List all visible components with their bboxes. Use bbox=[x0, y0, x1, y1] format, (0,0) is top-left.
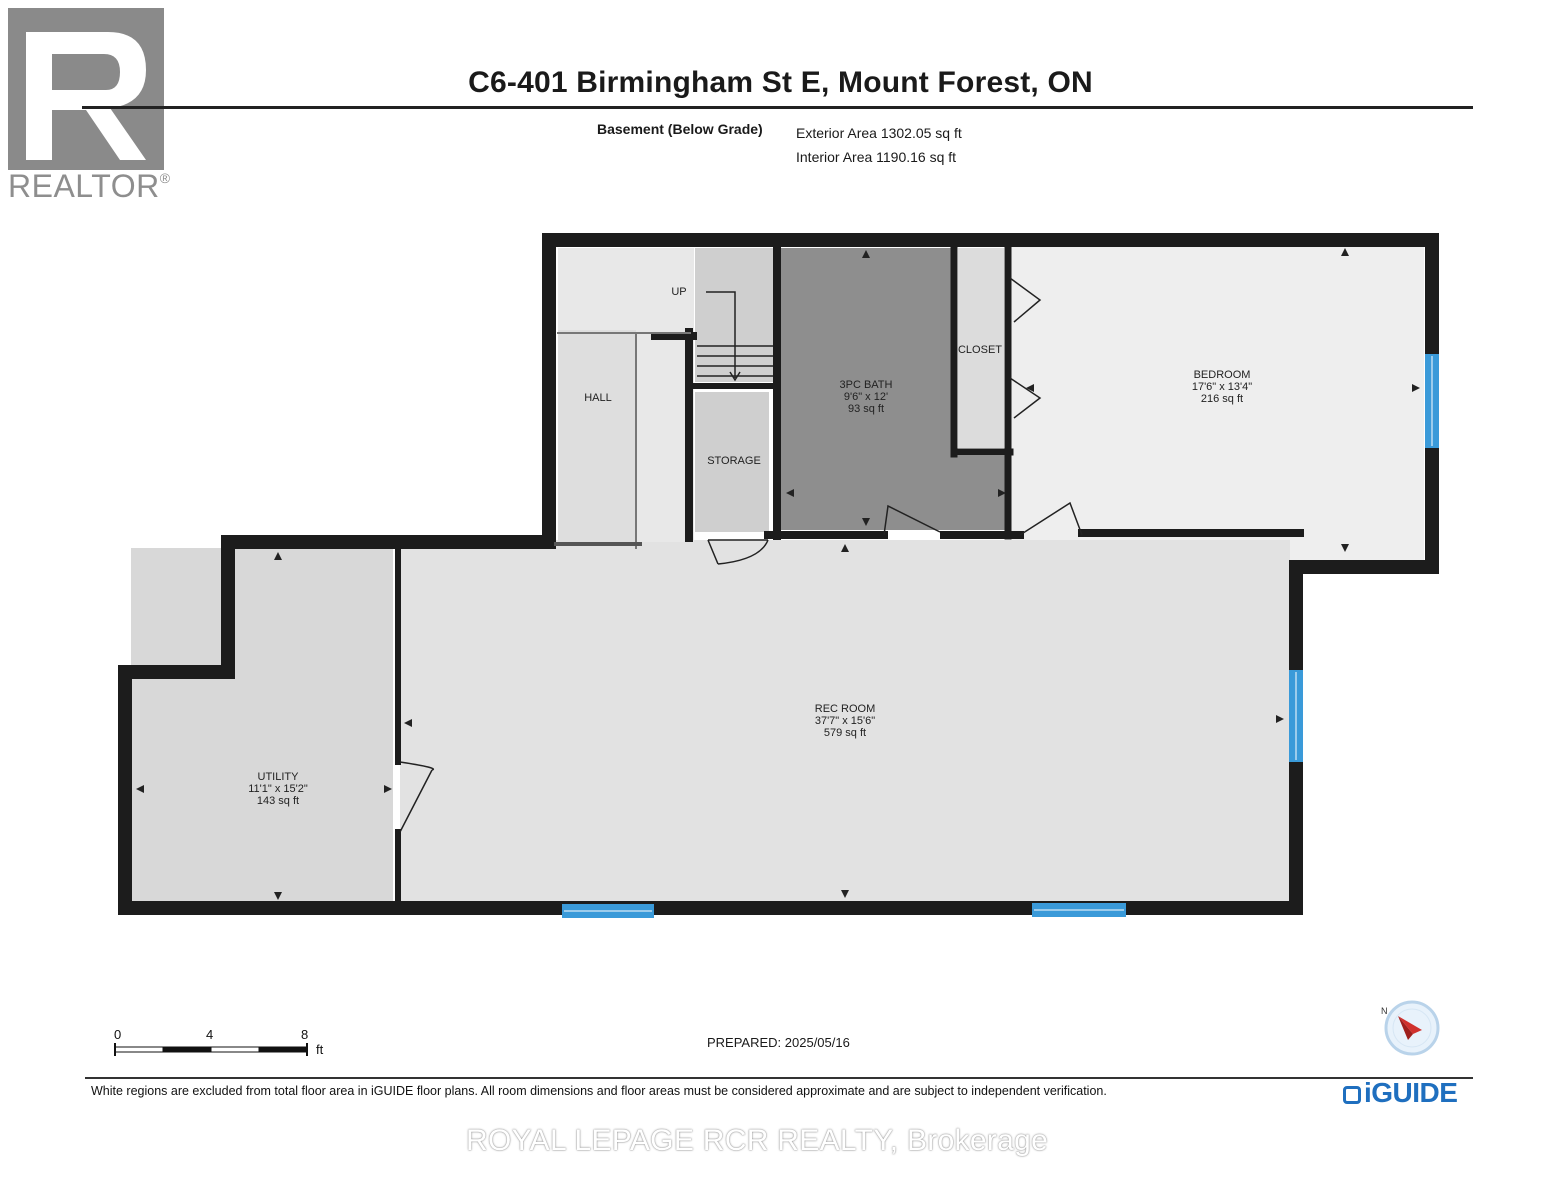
utility-dims: 11'1" x 15'2" bbox=[248, 783, 308, 795]
storage-door bbox=[707, 539, 769, 565]
bedroom-name: BEDROOM bbox=[1193, 369, 1251, 381]
utility-door bbox=[399, 761, 434, 833]
bath-fill bbox=[781, 248, 951, 530]
bath-name: 3PC BATH bbox=[839, 379, 893, 391]
scale-tick-0: 0 bbox=[114, 1027, 122, 1042]
rec-area: 579 sq ft bbox=[823, 727, 867, 739]
bedroom-area: 216 sq ft bbox=[1200, 393, 1244, 405]
room-label-hall: HALL bbox=[584, 392, 612, 404]
room-label-storage: STORAGE bbox=[707, 455, 761, 467]
iguide-icon bbox=[1343, 1086, 1361, 1104]
scale-tick-8: 8 bbox=[301, 1027, 309, 1042]
utility-name: UTILITY bbox=[257, 771, 299, 783]
walls bbox=[118, 233, 1439, 915]
area-summary: Exterior Area 1302.05 sq ft Interior Are… bbox=[796, 121, 962, 169]
bedroom-dims: 17'6" x 13'4" bbox=[1191, 381, 1253, 393]
floor-label: Basement (Below Grade) bbox=[597, 121, 763, 137]
room-label-utility: UTILITY 11'1" x 15'2" 143 sq ft bbox=[218, 771, 338, 807]
utility-area: 143 sq ft bbox=[256, 795, 300, 807]
stairs-arrow bbox=[706, 291, 741, 382]
room-label-bath: 3PC BATH 9'6" x 12' 93 sq ft bbox=[806, 379, 926, 415]
bath-door bbox=[883, 504, 941, 536]
utility-fill bbox=[131, 548, 393, 906]
iguide-logo: iGUIDE bbox=[1343, 1077, 1458, 1109]
interior-area: Interior Area 1190.16 sq ft bbox=[796, 149, 957, 165]
compass-icon: N bbox=[1381, 1000, 1440, 1056]
closet-door-bottom bbox=[1009, 377, 1042, 419]
bedroom-door bbox=[1019, 501, 1083, 536]
svg-text:N: N bbox=[1381, 1006, 1388, 1016]
dimension-markers bbox=[136, 248, 1420, 900]
bath-dims: 9'6" x 12' bbox=[843, 391, 889, 403]
bedroom-fill bbox=[1010, 245, 1424, 560]
doors bbox=[399, 277, 1083, 833]
realtor-logo-text: REALTOR® bbox=[8, 168, 171, 204]
stair-fill bbox=[695, 248, 773, 382]
footer-divider bbox=[85, 1077, 1473, 1079]
scale-unit: ft bbox=[316, 1042, 324, 1057]
closet-fill bbox=[958, 248, 1004, 448]
room-label-bedroom: BEDROOM 17'6" x 13'4" 216 sq ft bbox=[1162, 369, 1282, 405]
room-fills bbox=[131, 245, 1424, 906]
room-label-rec-room: REC ROOM 37'7" x 15'6" 579 sq ft bbox=[785, 703, 905, 739]
title-divider bbox=[82, 106, 1473, 109]
page-title: C6-401 Birmingham St E, Mount Forest, ON bbox=[468, 66, 1093, 99]
brokerage-watermark: ROYAL LEPAGE RCR REALTY, Brokerage bbox=[466, 1124, 1049, 1157]
prepared-date: PREPARED: 2025/05/16 bbox=[707, 1035, 850, 1050]
scale-bar bbox=[114, 1043, 308, 1056]
room-label-closet: CLOSET bbox=[957, 344, 1002, 356]
hall-inner-fill bbox=[558, 330, 636, 542]
rec-name: REC ROOM bbox=[814, 703, 876, 715]
scale-tick-4: 4 bbox=[206, 1027, 214, 1042]
realtor-logo bbox=[8, 8, 164, 170]
closet-door-top bbox=[1009, 277, 1042, 323]
bath-area: 93 sq ft bbox=[847, 403, 885, 415]
exterior-area: Exterior Area 1302.05 sq ft bbox=[796, 125, 962, 141]
stairs-up-label: UP bbox=[671, 286, 687, 298]
disclaimer-text: White regions are excluded from total fl… bbox=[91, 1084, 1107, 1098]
stairs bbox=[697, 291, 773, 382]
storage-fill bbox=[695, 392, 769, 532]
outer-wall bbox=[118, 233, 1439, 915]
rec-dims: 37'7" x 15'6" bbox=[814, 715, 876, 727]
rec-room-fill bbox=[400, 540, 1290, 906]
